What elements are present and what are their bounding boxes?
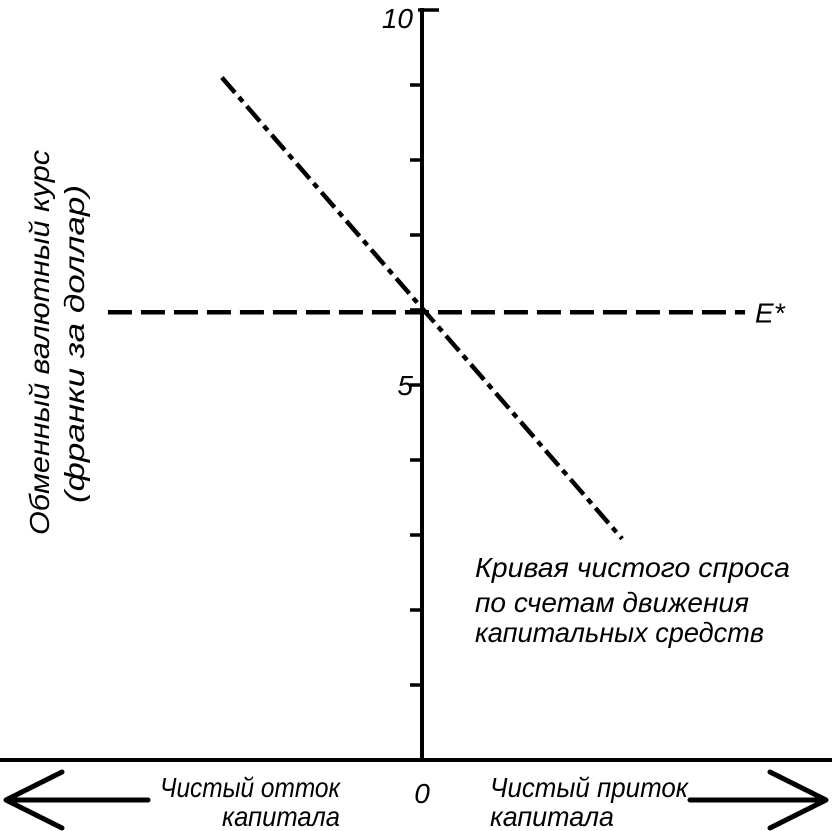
y-axis-ticks	[409, 8, 439, 687]
tick-labels: 10 5 0	[382, 3, 430, 809]
y-axis-label-line-1: Обменный валютный курс	[24, 150, 55, 535]
capital-demand-curve	[220, 76, 624, 541]
x-label-left-line-1: Чистый отток	[160, 772, 342, 803]
y-axis-label-line-2: (франки за доллар)	[59, 185, 90, 503]
curve-label-line-2: по счетам движения	[475, 587, 749, 618]
curve-label-line-3: капитальных средств	[475, 617, 764, 648]
x-label-right-line-1: Чистый приток	[490, 772, 690, 803]
left-arrow-icon	[3, 769, 151, 831]
e-star-label: E*	[755, 297, 786, 328]
y-tick-label: 5	[397, 370, 413, 401]
x-tick-label: 0	[414, 778, 430, 809]
x-label-right-line-2: капитала	[490, 801, 614, 831]
y-tick-label: 10	[382, 3, 414, 34]
series-lines: E*	[107, 76, 786, 541]
right-arrow-icon	[687, 769, 829, 831]
curve-label-line-1: Кривая чистого спроса	[475, 552, 790, 583]
x-label-left-line-2: капитала	[222, 801, 340, 831]
